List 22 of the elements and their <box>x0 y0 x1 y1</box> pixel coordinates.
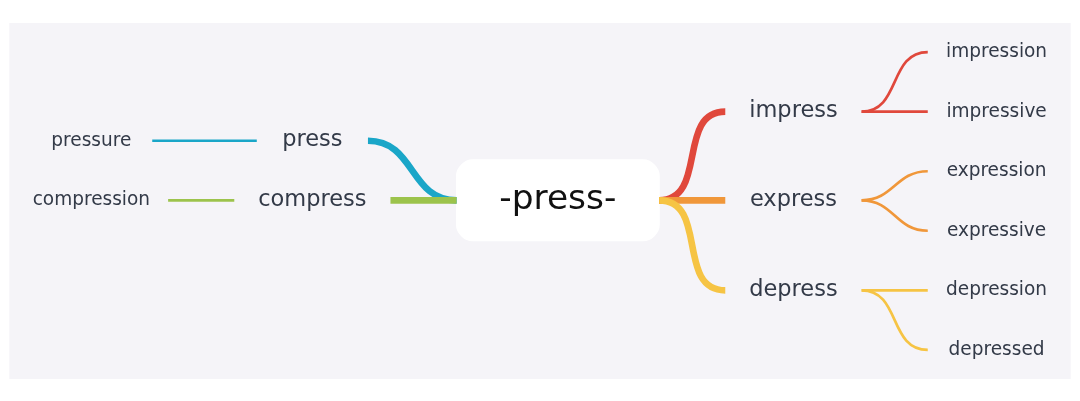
connector <box>861 288 928 351</box>
node-text: express <box>749 184 837 211</box>
node-text: impression <box>946 39 1048 61</box>
node-text: press <box>282 124 343 151</box>
node-text: expressive <box>946 218 1047 240</box>
node-text: depress <box>749 274 838 301</box>
connector <box>390 196 457 204</box>
node-text: expression <box>946 158 1047 180</box>
connector <box>861 50 928 113</box>
node-text: impressive <box>946 99 1047 121</box>
connector <box>152 138 257 142</box>
node-text: pressure <box>51 128 132 150</box>
connector <box>367 137 457 204</box>
node-text: depressed <box>948 337 1045 359</box>
connector <box>861 109 928 113</box>
node-text: compression <box>32 187 151 209</box>
node-text: depression <box>946 277 1048 299</box>
connector <box>861 198 928 232</box>
node-text: impress <box>749 95 838 122</box>
node-text: compress <box>258 184 367 211</box>
node-box: -press- <box>455 158 660 241</box>
connector <box>168 198 235 202</box>
